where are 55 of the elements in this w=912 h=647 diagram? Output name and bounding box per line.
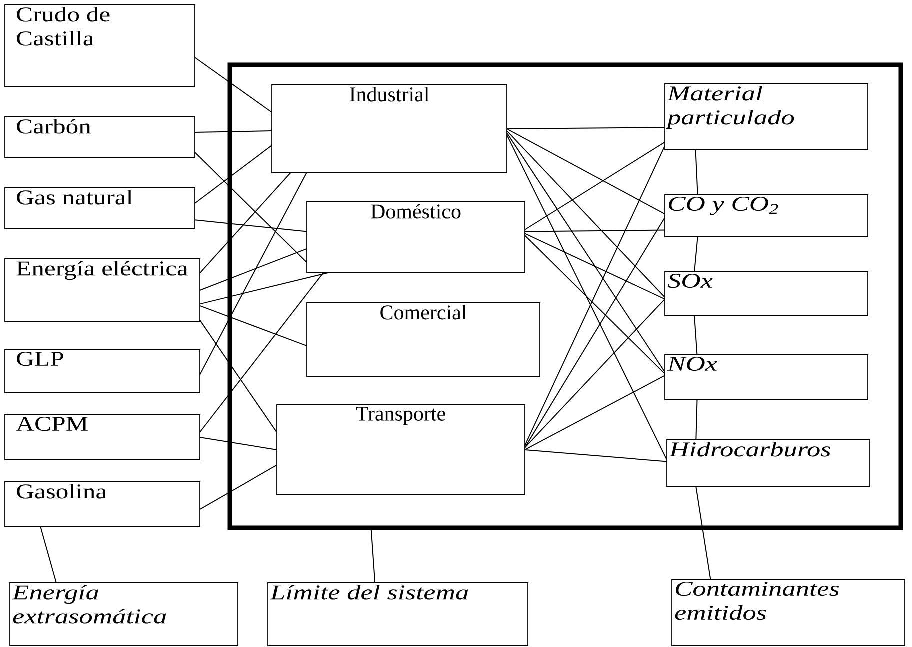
connector-line [200, 172, 308, 376]
connector-line [524, 142, 666, 230]
connector-line [695, 149, 698, 196]
sector-box: Comercial [306, 302, 540, 378]
connector-line [200, 305, 308, 347]
connector-line [524, 146, 666, 446]
connector-line [200, 464, 278, 510]
connector-line [200, 248, 308, 291]
connector-line [694, 236, 698, 272]
label-box: Contaminantes emitidos [672, 580, 906, 646]
connector-line [524, 230, 666, 232]
input-box: Crudo de Castilla [4, 4, 196, 88]
connector-line [524, 217, 666, 448]
sector-box: Industrial [272, 84, 508, 174]
input-box: Carbón [4, 116, 196, 158]
connector-line [694, 315, 698, 356]
connector-line [524, 449, 668, 462]
pollutant-box: NOx [664, 354, 868, 400]
connector-line [194, 220, 308, 232]
connector-line [370, 527, 376, 584]
label-box: Límite del sistema [268, 582, 528, 646]
connector-line [696, 486, 712, 580]
connector-line [194, 57, 272, 113]
connector-line [200, 320, 278, 434]
connector-line [200, 436, 278, 450]
pollutant-box: CO y CO$_{2}$ [664, 194, 868, 238]
connector-line [200, 172, 292, 274]
pollutant-box: Hidrocarburos [666, 440, 870, 488]
label-box: Energía extrasomática [10, 582, 238, 646]
connector-line [194, 152, 308, 264]
connector-line [194, 130, 272, 133]
connector-line [524, 375, 666, 450]
connector-line [506, 127, 666, 130]
connector-line [200, 272, 329, 305]
input-box: Gasolina [4, 482, 200, 528]
input-box: GLP [4, 350, 200, 394]
connector-line [524, 235, 666, 374]
connector-line [200, 272, 324, 433]
input-box: Energía eléctrica [4, 258, 200, 322]
system-boundary-box [228, 62, 904, 530]
connector-line [40, 526, 57, 584]
connector-line [524, 233, 666, 300]
connector-line [194, 145, 272, 204]
sector-box: Transporte [276, 404, 526, 496]
connector-line [524, 298, 666, 448]
pollutant-box: SOx [664, 272, 868, 316]
sector-box: Doméstico [306, 202, 526, 274]
input-box: Gas natural [4, 188, 196, 230]
connector-line [696, 399, 698, 440]
connector-line [506, 134, 668, 460]
connector-line [506, 130, 666, 298]
connector-line [506, 132, 666, 373]
pollutant-box: Material particulado [664, 84, 868, 150]
input-box: ACPM [4, 414, 200, 460]
connector-line [506, 128, 666, 215]
